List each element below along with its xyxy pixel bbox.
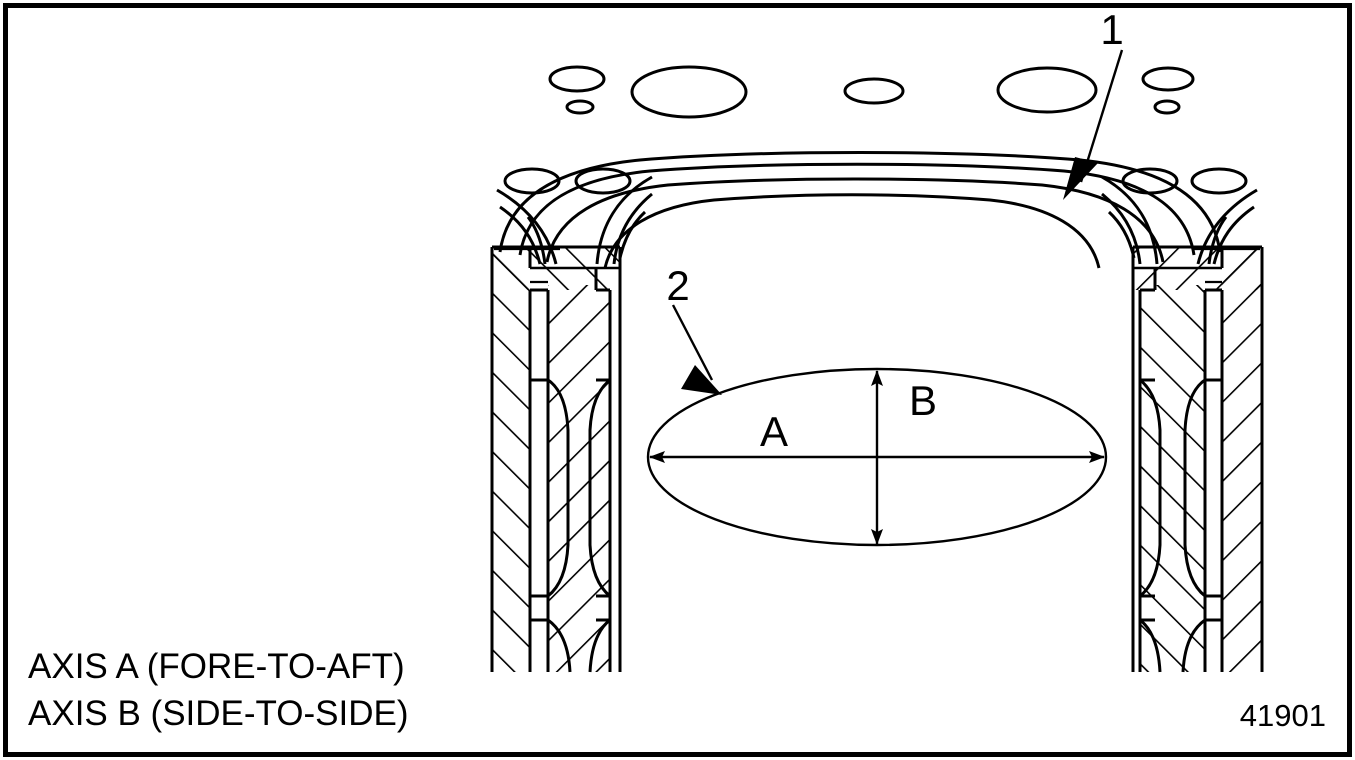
- deck-bolt-hole-ellipses: [503, 167, 1248, 195]
- figure-number: 41901: [1240, 698, 1326, 733]
- callout-2-group: 2: [666, 262, 722, 395]
- right-wall-outline: [1131, 245, 1264, 672]
- callout-1-leader-line: [1079, 49, 1124, 183]
- left-head-runner-curves: [496, 175, 653, 265]
- port-ellipse-2: [565, 99, 595, 115]
- right-outer-wall-hatch: [1222, 247, 1262, 672]
- callout-1-group: 1: [1063, 6, 1124, 200]
- callout-2-label: 2: [666, 262, 689, 309]
- cylinder-block-section: [490, 245, 1264, 673]
- caption-line-2: AXIS B (SIDE-TO-SIDE): [28, 694, 409, 733]
- left-outer-wall-hatch: [492, 247, 530, 672]
- axis-a-label: A: [760, 408, 788, 455]
- axis-b-label: B: [909, 377, 937, 424]
- deck-hole-1: [503, 167, 561, 195]
- caption-line-1: AXIS A (FORE-TO-AFT): [28, 647, 405, 686]
- callout-2-arrowhead: [681, 365, 722, 395]
- callout-1-label: 1: [1100, 6, 1123, 53]
- deck-hole-3: [1121, 167, 1179, 195]
- right-head-runner-curves: [1101, 175, 1258, 265]
- caption-block: AXIS A (FORE-TO-AFT) AXIS B (SIDE-TO-SID…: [28, 647, 409, 733]
- deck-hole-4: [1190, 167, 1248, 195]
- port-ellipse-3: [630, 65, 748, 119]
- deck-hole-2: [574, 167, 632, 195]
- figure-border: [3, 3, 1352, 757]
- callout-1-arrowhead: [1063, 157, 1098, 200]
- right-coolant-jacket-contour: [1139, 378, 1222, 673]
- head-port-ellipses-top: [548, 65, 1195, 119]
- port-ellipse-7: [1153, 99, 1181, 115]
- axis-b-dimension: B: [871, 370, 937, 545]
- callout-2-leader-line: [671, 304, 714, 381]
- left-coolant-jacket-contour: [530, 378, 611, 673]
- port-ellipse-4: [843, 77, 905, 105]
- port-ellipse-1: [548, 65, 606, 93]
- port-ellipse-6: [1141, 66, 1195, 92]
- port-ellipse-5: [996, 66, 1098, 114]
- right-inner-column-hatch: [1140, 285, 1205, 672]
- left-inner-column-hatch: [548, 285, 610, 672]
- bore-measurement-ellipse: [646, 367, 1108, 547]
